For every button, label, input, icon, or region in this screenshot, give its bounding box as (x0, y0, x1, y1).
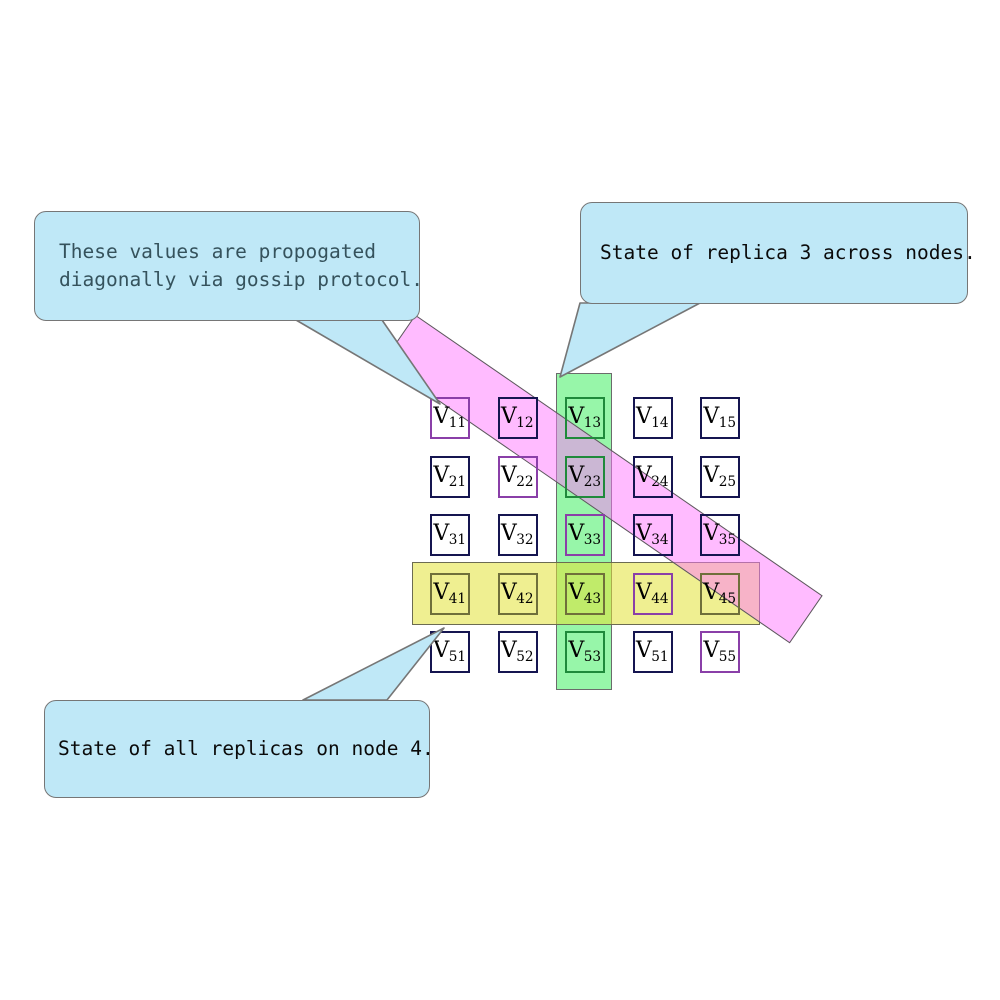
cell-label: V22 (500, 462, 534, 490)
cell-V44: V44 (632, 572, 673, 615)
cell-label: V31 (433, 521, 467, 549)
cell-V24: V24 (632, 455, 673, 498)
cell-V14: V14 (632, 397, 673, 439)
cell-label: V55 (703, 638, 737, 666)
callout-replica-text: State of replica 3 across nodes. (600, 241, 976, 265)
cell-label: V15 (703, 404, 737, 432)
cell-V51: V51 (632, 631, 673, 673)
cell-V34: V34 (632, 514, 673, 556)
callout-replica[interactable]: State of replica 3 across nodes. (580, 202, 976, 304)
cell-label: V11 (433, 404, 467, 432)
cell-label: V52 (500, 638, 534, 666)
cell-V35: V35 (700, 514, 740, 556)
cell-V11: V11 (430, 397, 470, 439)
cell-V32: V32 (497, 514, 538, 556)
cell-label: V23 (568, 462, 602, 490)
cell-label: V21 (433, 462, 467, 490)
cell-label: V45 (703, 579, 737, 607)
cell-label: V51 (433, 638, 467, 666)
cell-V31: V31 (430, 514, 470, 556)
cell-V53: V53 (565, 631, 605, 673)
cell-label: V35 (703, 521, 737, 549)
cell-label: V24 (635, 462, 669, 490)
cell-V41: V41 (430, 572, 470, 615)
pointer-tail-gossip (295, 319, 441, 405)
cell-label: V51 (635, 638, 669, 666)
cell-V52: V52 (497, 631, 538, 673)
cell-label: V41 (433, 579, 467, 607)
cell-V43: V43 (565, 572, 605, 615)
cell-label: V12 (500, 404, 534, 432)
cell-V25: V25 (700, 455, 740, 498)
cell-label: V42 (500, 579, 534, 607)
callout-gossip-text: These values are propogated diagonally v… (59, 240, 423, 291)
cell-label: V43 (568, 579, 602, 607)
cell-V42: V42 (497, 572, 538, 615)
cell-label: V44 (635, 579, 669, 607)
pointer-tail-node (302, 627, 445, 701)
callout-node-text: State of all replicas on node 4. (58, 737, 434, 761)
cell-V15: V15 (700, 397, 740, 439)
cell-label: V32 (500, 521, 534, 549)
cell-label: V25 (703, 462, 737, 490)
cell-V12: V12 (497, 397, 538, 439)
callout-gossip[interactable]: These values are propogated diagonally v… (34, 211, 423, 321)
cell-label: V13 (568, 404, 602, 432)
cell-V55: V55 (700, 631, 740, 673)
cell-label: V34 (635, 521, 669, 549)
cell-label: V33 (568, 521, 602, 549)
cell-V45: V45 (700, 572, 740, 615)
cell-V21: V21 (430, 455, 470, 498)
cell-V23: V23 (565, 455, 605, 498)
cell-V33: V33 (565, 514, 605, 556)
cell-label: V53 (568, 638, 602, 666)
cell-V22: V22 (497, 455, 538, 498)
pointer-tail-replica (559, 302, 701, 378)
cell-V51: V51 (430, 631, 470, 673)
callout-node[interactable]: State of all replicas on node 4. (44, 700, 434, 798)
cell-V13: V13 (565, 397, 605, 439)
cell-label: V14 (635, 404, 669, 432)
